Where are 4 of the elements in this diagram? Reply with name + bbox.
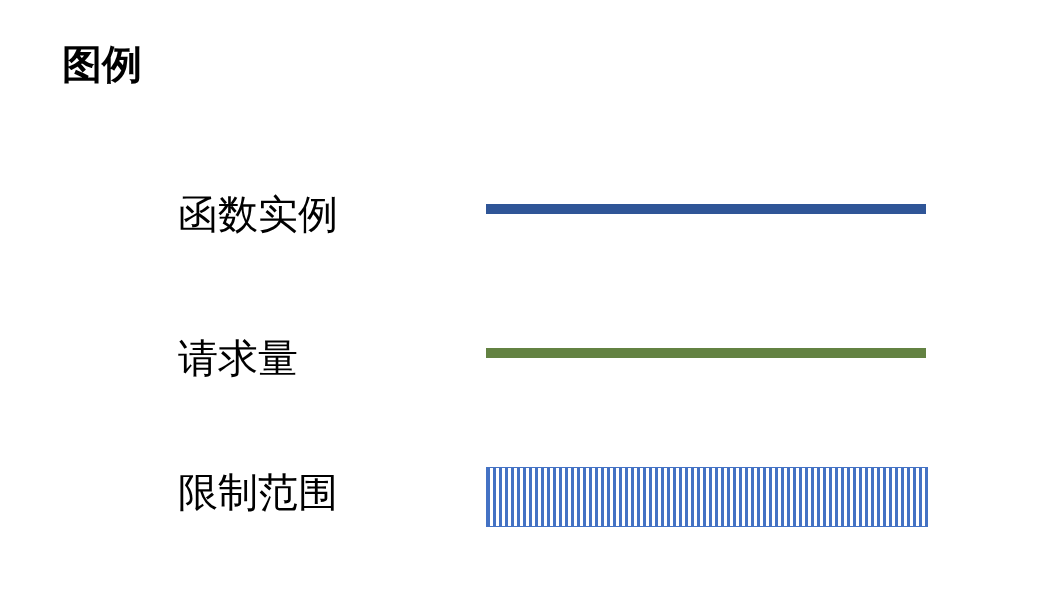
legend-label: 函数实例 bbox=[178, 190, 338, 238]
legend-label: 请求量 bbox=[178, 334, 298, 382]
legend-label: 限制范围 bbox=[178, 468, 338, 516]
legend-heading: 图例 bbox=[62, 40, 142, 88]
